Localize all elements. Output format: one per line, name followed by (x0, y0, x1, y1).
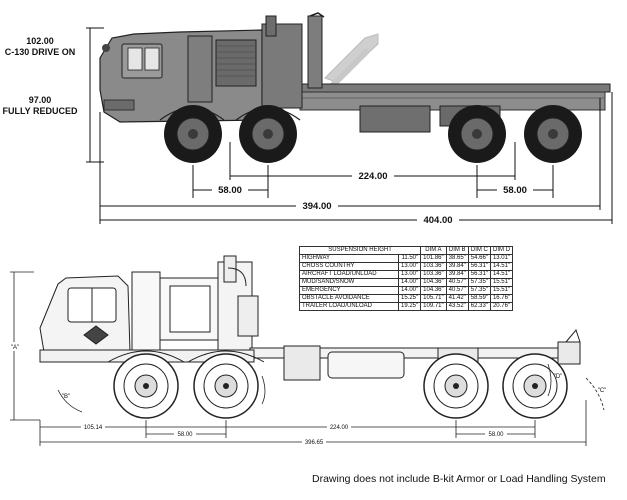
table-cell-value: 39.84" (445, 262, 469, 271)
height-reduced-text: FULLY REDUCED (2, 106, 78, 116)
height-c130-text: C-130 DRIVE ON (4, 47, 76, 57)
bottom-wheelbase-dim: 224.00 (330, 425, 349, 431)
table-cell-value: 105.71" (420, 294, 447, 303)
top-wheelbase-dim: 224.00 (358, 171, 387, 182)
table-cell-value: 13.00" (397, 270, 422, 279)
table-cell-value: 103.36" (420, 270, 447, 279)
table-cell-value: 58.59" (467, 294, 491, 303)
height-reduced-value: 97.00 (28, 95, 52, 105)
table-cell-value: 43.52" (445, 302, 469, 311)
top-overall-length-dim: 404.00 (423, 215, 452, 226)
table-cell-mode: HIGHWAY (299, 254, 399, 263)
suspension-table: SUSPENSION HEIGHT DIM A DIM B DIM C DIM … (298, 246, 514, 311)
table-cell-value: 39.84" (445, 270, 469, 279)
table-cell-mode: AIRCRAFT LOAD/UNLOAD (299, 270, 399, 279)
bottom-wheel (502, 353, 568, 419)
table-cell-value: 56.31" (467, 270, 491, 279)
table-cell-value: 104.36" (420, 286, 447, 295)
table-cell-value: 40.57" (445, 278, 469, 287)
table-cell-value: 57.35" (467, 286, 491, 295)
table-cell-value: 40.57" (445, 286, 469, 295)
bottom-wheel (193, 353, 259, 419)
bottom-wheel (423, 353, 489, 419)
suspension-table-header: SUSPENSION HEIGHT DIM A DIM B DIM C DIM … (298, 246, 514, 255)
table-cell-value: 38.65" (445, 254, 469, 263)
table-cell-mode: EMERGENCY (299, 286, 399, 295)
bottom-overall-length-dim: 396.65 (305, 440, 324, 446)
top-dimension-lines (86, 27, 613, 224)
top-wheel (524, 105, 582, 163)
top-wheel (239, 105, 297, 163)
table-cell-value: 14.51" (489, 262, 514, 271)
bottom-rear-axle-dim: 58.00 (488, 432, 504, 438)
dim-d-label: "D" (554, 374, 563, 380)
table-cell-mode: TRAILER LOAD/UNLOAD (299, 302, 399, 311)
height-label-c130: 102.00 C-130 DRIVE ON (0, 36, 80, 58)
table-cell-value: 57.35" (467, 278, 491, 287)
height-c130-value: 102.00 (26, 36, 54, 46)
bottom-front-overhang-dim: 105.14 (84, 425, 103, 431)
top-body-length-dim: 394.00 (302, 201, 331, 212)
bottom-wheels (113, 353, 568, 419)
header-suspension: SUSPENSION HEIGHT (298, 246, 422, 255)
table-cell-value: 13.01" (489, 254, 514, 263)
table-cell-value: 15.25" (397, 294, 422, 303)
header-dim-c: DIM C (467, 246, 491, 255)
table-cell-value: 14.51" (489, 270, 514, 279)
top-wheel (164, 105, 222, 163)
table-cell-value: 103.36" (420, 262, 447, 271)
table-cell-mode: OBSTACLE AVOIDANCE (299, 294, 399, 303)
table-cell-value: 62.33" (467, 302, 491, 311)
table-cell-value: 56.31" (467, 262, 491, 271)
table-cell-value: 14.00" (397, 286, 422, 295)
table-cell-value: 14.00" (397, 278, 422, 287)
table-cell-value: 109.71" (420, 302, 447, 311)
table-cell-value: 19.25" (397, 302, 422, 311)
table-cell-value: 16.76" (489, 294, 514, 303)
table-cell-value: 13.00" (397, 262, 422, 271)
drawing-caption: Drawing does not include B-kit Armor or … (312, 473, 606, 485)
top-front-axle-dim: 58.00 (218, 185, 242, 196)
table-cell-value: 15.51" (489, 286, 514, 295)
bottom-wheel (113, 353, 179, 419)
table-cell-value: 54.66" (467, 254, 491, 263)
table-cell-mode: MUD/SAND/SNOW (299, 278, 399, 287)
table-cell-value: 104.36" (420, 278, 447, 287)
header-dim-d: DIM D (489, 246, 514, 255)
bottom-front-axle-dim: 58.00 (177, 432, 193, 438)
header-dim-b: DIM B (445, 246, 469, 255)
dim-c-label: "C" (598, 388, 607, 394)
height-label-reduced: 97.00 FULLY REDUCED (0, 95, 80, 117)
table-cell-mode: CROSS COUNTRY (299, 262, 399, 271)
top-wheel (448, 105, 506, 163)
dim-b-label: "B" (62, 394, 70, 400)
table-cell-value: 41.42" (445, 294, 469, 303)
table-cell-value: 101.86" (420, 254, 447, 263)
top-dim-labels: 224.00 58.00 58.00 394.00 404.00 (212, 169, 533, 226)
table-cell-value: 11.50" (397, 254, 422, 263)
bottom-dim-labels: 224.00 105.14 58.00 58.00 396.65 "A" "B"… (9, 342, 606, 446)
top-truck-view (99, 12, 611, 163)
header-dim-a: DIM A (420, 246, 447, 255)
dim-a-label: "A" (11, 345, 19, 351)
table-cell-value: 20.76" (489, 302, 514, 311)
top-rear-axle-dim: 58.00 (503, 185, 527, 196)
table-cell-value: 15.51" (489, 278, 514, 287)
